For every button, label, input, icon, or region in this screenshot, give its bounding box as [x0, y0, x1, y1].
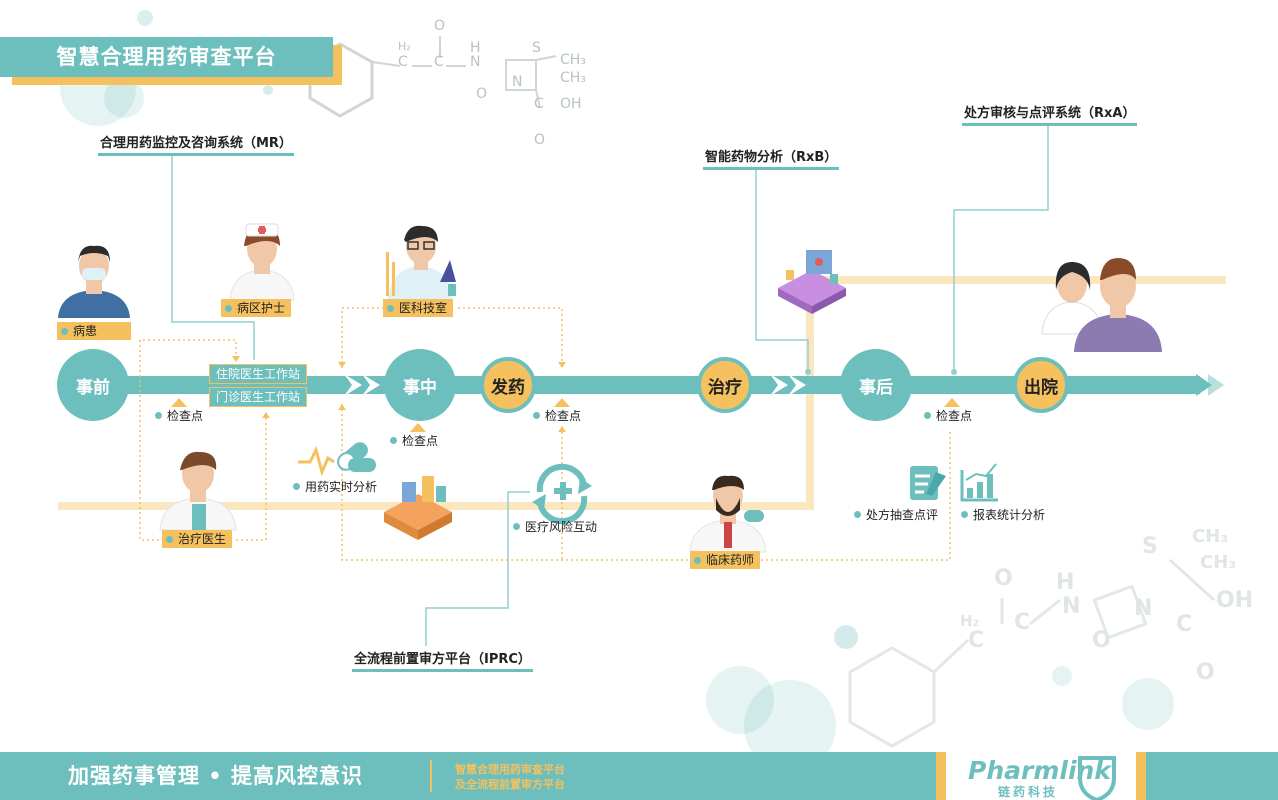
checkpoint-label: 检查点 [936, 409, 973, 423]
system-label-mr: 合理用药监控及咨询系统（MR） [98, 132, 294, 156]
lab-doctor-illustration [386, 225, 456, 300]
logo-wordmark: Pharmlink [968, 756, 1111, 785]
bullet-dot [155, 412, 162, 419]
role-label: 医科技室 [399, 301, 448, 315]
system-label-rxa: 处方审核与点评系统（RxA） [962, 102, 1138, 126]
bullet-dot [390, 437, 397, 444]
stage-before: 事前 [57, 349, 129, 421]
feature-label: 用药实时分析 [305, 480, 378, 494]
pharmacy-device-illustration [778, 250, 846, 314]
feature-realtime-analysis: 用药实时分析 [293, 478, 377, 495]
feature-risk-interaction: 医疗风险互动 [513, 518, 597, 535]
checkpoint-dispense: 检查点 [533, 398, 581, 424]
logo-chinese-name: 链药科技 [998, 785, 1059, 799]
footer-subtitle: 智慧合理用药审查平台 及全流程前置审方平台 [455, 762, 565, 792]
role-tag-department: 医科技室 [383, 299, 454, 317]
feature-label: 处方抽查点评 [866, 508, 939, 522]
checkpoint-label: 检查点 [402, 434, 439, 448]
patient-illustration [58, 245, 130, 318]
bullet-dot [61, 327, 68, 335]
checkpoint-label: 检查点 [167, 409, 204, 423]
bullet-dot [533, 412, 540, 419]
bullet-dot [961, 511, 968, 518]
bullet-dot [924, 412, 931, 419]
feature-prescription-sampling: 处方抽查点评 [854, 506, 938, 523]
checkpoint-after: 检查点 [924, 398, 972, 424]
role-label: 临床药师 [706, 553, 755, 567]
checkpoint-marker [171, 398, 187, 407]
checkpoint-marker [944, 398, 960, 407]
pharmacist-illustration [689, 475, 767, 553]
bullet-dot [694, 556, 701, 564]
feature-report-statistics: 报表统计分析 [961, 506, 1045, 523]
feature-label: 医疗风险互动 [525, 520, 598, 534]
lab-equipment-illustration [384, 476, 452, 540]
checkpoint-marker [554, 398, 570, 407]
role-label: 病区护士 [237, 301, 286, 315]
risk-interaction-icon [532, 463, 592, 525]
role-tag-doctor: 治疗医生 [162, 530, 233, 548]
molecule-top: H₂ C C O H N N S CH₃ CH₃ O C OH O [398, 18, 586, 148]
role-label: 治疗医生 [178, 532, 227, 546]
bullet-dot [166, 535, 173, 543]
system-label-iprc: 全流程前置审方平台（IPRC） [352, 648, 533, 672]
role-tag-patient: 病患 [57, 322, 131, 340]
system-label-rxb: 智能药物分析（RxB） [703, 146, 840, 170]
checkpoint-label: 检查点 [545, 409, 582, 423]
role-label: 病患 [73, 324, 98, 338]
stage-discharge: 出院 [1013, 357, 1069, 413]
workstation-inpatient: 住院医生工作站 [209, 364, 307, 384]
realtime-analysis-icon [298, 442, 376, 477]
bullet-dot [513, 523, 520, 530]
workstation-outpatient: 门诊医生工作站 [209, 387, 307, 407]
bullet-dot [293, 483, 300, 490]
role-tag-pharmacist: 临床药师 [690, 551, 761, 569]
nurse-illustration [229, 223, 295, 301]
footer-subtitle-line2: 及全流程前置审方平台 [455, 778, 565, 791]
checkpoint-before: 检查点 [155, 398, 203, 424]
role-tag-nurse: 病区护士 [221, 299, 292, 317]
treating-doctor-illustration [159, 451, 237, 531]
bullet-dot [387, 304, 394, 312]
stage-after: 事后 [840, 349, 912, 421]
company-logo: Pharmlink 链药科技 [936, 752, 1146, 800]
stage-during: 事中 [384, 349, 456, 421]
checkpoint-during: 检查点 [390, 423, 438, 449]
bullet-dot [854, 511, 861, 518]
stage-dispense: 发药 [480, 357, 536, 413]
bullet-dot [225, 304, 232, 312]
footer-slogan: 加强药事管理 • 提高风控意识 [68, 764, 364, 788]
prescription-review-icon [910, 466, 946, 500]
checkpoint-marker [410, 423, 426, 432]
footer-divider [430, 760, 432, 792]
feature-label: 报表统计分析 [973, 508, 1046, 522]
discharged-patients-illustration [1041, 258, 1162, 352]
page-title: 智慧合理用药审查平台 [0, 37, 333, 77]
footer-subtitle-line1: 智慧合理用药审查平台 [455, 763, 565, 776]
stage-treatment: 治疗 [697, 357, 753, 413]
report-chart-icon [960, 463, 998, 502]
